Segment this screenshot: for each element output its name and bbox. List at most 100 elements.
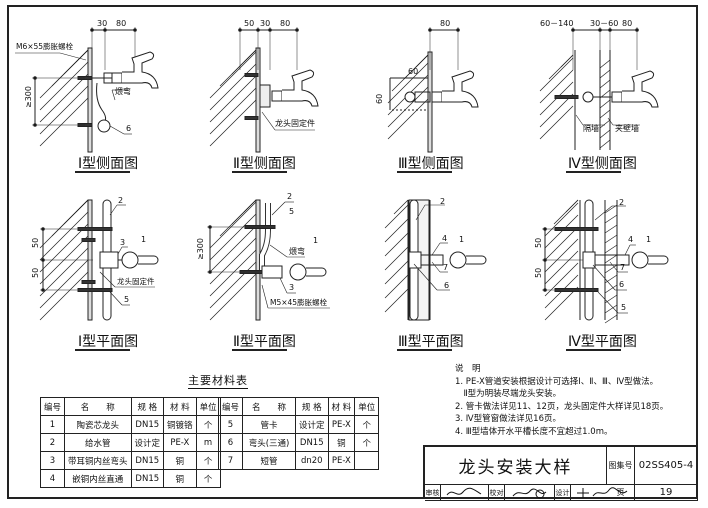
table-cell: DN15 [130, 451, 165, 470]
dimension-tick [33, 123, 37, 127]
wall-hatch [39, 259, 89, 309]
expansion-bolt [77, 288, 113, 292]
faucet-body [442, 70, 479, 108]
wall-hatch [39, 199, 89, 249]
wall-hatch [599, 69, 611, 79]
wall-hatch [539, 105, 574, 140]
faucet-nut [271, 90, 283, 102]
wall-hatch [219, 49, 257, 87]
plan-view-3: 2 4 1 7 6 Ⅲ型平面图 [398, 197, 464, 350]
view-title: Ⅱ型平面图 [233, 334, 296, 350]
wall-hatch [604, 204, 618, 214]
wall-hatch [387, 98, 429, 140]
callout-number: 7 [620, 263, 625, 272]
dimension-tick [90, 28, 94, 32]
wall-hatch [393, 199, 409, 215]
wall-hatch [39, 73, 89, 123]
col-header: 单位 [195, 397, 221, 416]
table-cell: 铜 [163, 451, 197, 470]
view-title: Ⅰ型平面图 [78, 334, 138, 350]
callout-label: 夹壁墙 [615, 123, 639, 133]
wall-hatch [604, 314, 618, 324]
wall-hatch [209, 201, 257, 249]
table-cell: 弯头(三通) [242, 433, 297, 452]
wall-hatch [209, 237, 257, 285]
wall-hatch [384, 218, 409, 243]
leader-line [117, 246, 123, 255]
col-header: 单位 [354, 397, 380, 416]
dim-label: ≥300 [196, 238, 205, 260]
wall-hatch [604, 294, 618, 304]
wall-hatch [599, 79, 611, 89]
notes-heading: 说 明 [455, 364, 481, 374]
col-header: 编号 [217, 397, 244, 416]
faucet-handle-circle [289, 263, 307, 281]
wall-hatch [599, 129, 611, 139]
callout-label: M5×45膨胀螺栓 [270, 297, 328, 307]
dimension-tick [635, 28, 639, 32]
tee-fitting [408, 251, 422, 269]
callout-number: 2 [619, 198, 624, 207]
dimension-tick [208, 225, 212, 229]
wall-hatch [209, 225, 257, 273]
review-signature [441, 485, 489, 501]
wall-hatch [209, 63, 257, 111]
wall-hatch [209, 261, 257, 309]
dim-label: 80 [622, 19, 632, 28]
table-cell [354, 451, 380, 470]
callout-number: 6 [619, 280, 624, 289]
design-label: 设计 [555, 485, 571, 501]
wall-hatch [39, 97, 89, 147]
wall-hatch [209, 75, 257, 123]
table-cell: DN15 [130, 415, 165, 434]
faucet-handle-circle [449, 251, 467, 269]
dimension-tick [543, 227, 547, 231]
expansion-bolt [554, 288, 599, 292]
col-header: 编号 [39, 397, 66, 416]
wall-hatch [39, 85, 89, 135]
table-cell: 1 [39, 415, 66, 434]
callout-number: 2 [118, 196, 123, 205]
side-view-2: 50 30 80 龙头固定件 Ⅱ型侧面图 [233, 19, 315, 172]
wall-hatch [604, 304, 618, 314]
expansion-bolt [77, 227, 113, 231]
expansion-bolt [81, 238, 96, 242]
dimension-tick [571, 28, 575, 32]
wall-hatch [544, 202, 579, 237]
dim-label: 80 [440, 19, 450, 28]
wall-hatch [604, 214, 618, 224]
callout-number: 2 [287, 192, 292, 201]
callout-number: 3 [120, 238, 125, 247]
faucet-lever [306, 267, 327, 277]
leader-line [261, 284, 269, 309]
side-view-3: 80 60 60 Ⅲ型侧面图 [375, 19, 464, 172]
dim-label: 30 [260, 19, 270, 28]
side-view-4: 60－140 30－60 80 隔墙 夹壁墙 Ⅳ型侧面图 [540, 19, 639, 172]
table-cell: 个 [354, 433, 380, 452]
drawing-frame [7, 5, 698, 499]
check-label: 校对 [489, 485, 505, 501]
leader-line [99, 271, 116, 288]
wall-hatch [604, 264, 618, 274]
wall-hatch [39, 247, 89, 297]
leader-line [594, 205, 613, 221]
faucet-nut [431, 91, 443, 103]
wall-hatch [209, 249, 257, 297]
table-cell: 3 [39, 451, 66, 470]
wall-hatch [384, 274, 409, 299]
wall-hatch [604, 224, 618, 234]
col-header: 材 料 [327, 397, 356, 416]
dimension-tick [543, 258, 547, 262]
dimension-tick [295, 28, 299, 32]
table-cell: 4 [39, 469, 66, 488]
wall-hatch [219, 199, 257, 237]
wall-hatch [39, 49, 89, 99]
faucet-handle-circle [121, 251, 139, 269]
dimension-tick [103, 28, 107, 32]
dim-label: 60 [375, 94, 384, 104]
dim-label: 50 [534, 268, 543, 278]
faucet-body [122, 51, 159, 89]
